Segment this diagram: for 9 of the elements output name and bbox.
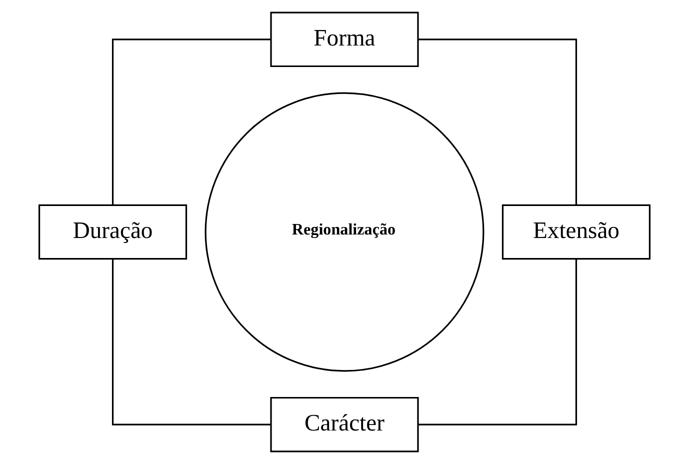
connector	[111, 259, 270, 426]
connector	[111, 38, 270, 205]
node-box: Carácter	[270, 396, 418, 452]
connector	[418, 38, 577, 205]
node-circle: Regionalização	[204, 92, 484, 372]
node-box: Duração	[38, 204, 187, 260]
node-box: Forma	[270, 12, 418, 68]
connector	[418, 259, 577, 426]
node-box: Extensão	[501, 204, 650, 260]
